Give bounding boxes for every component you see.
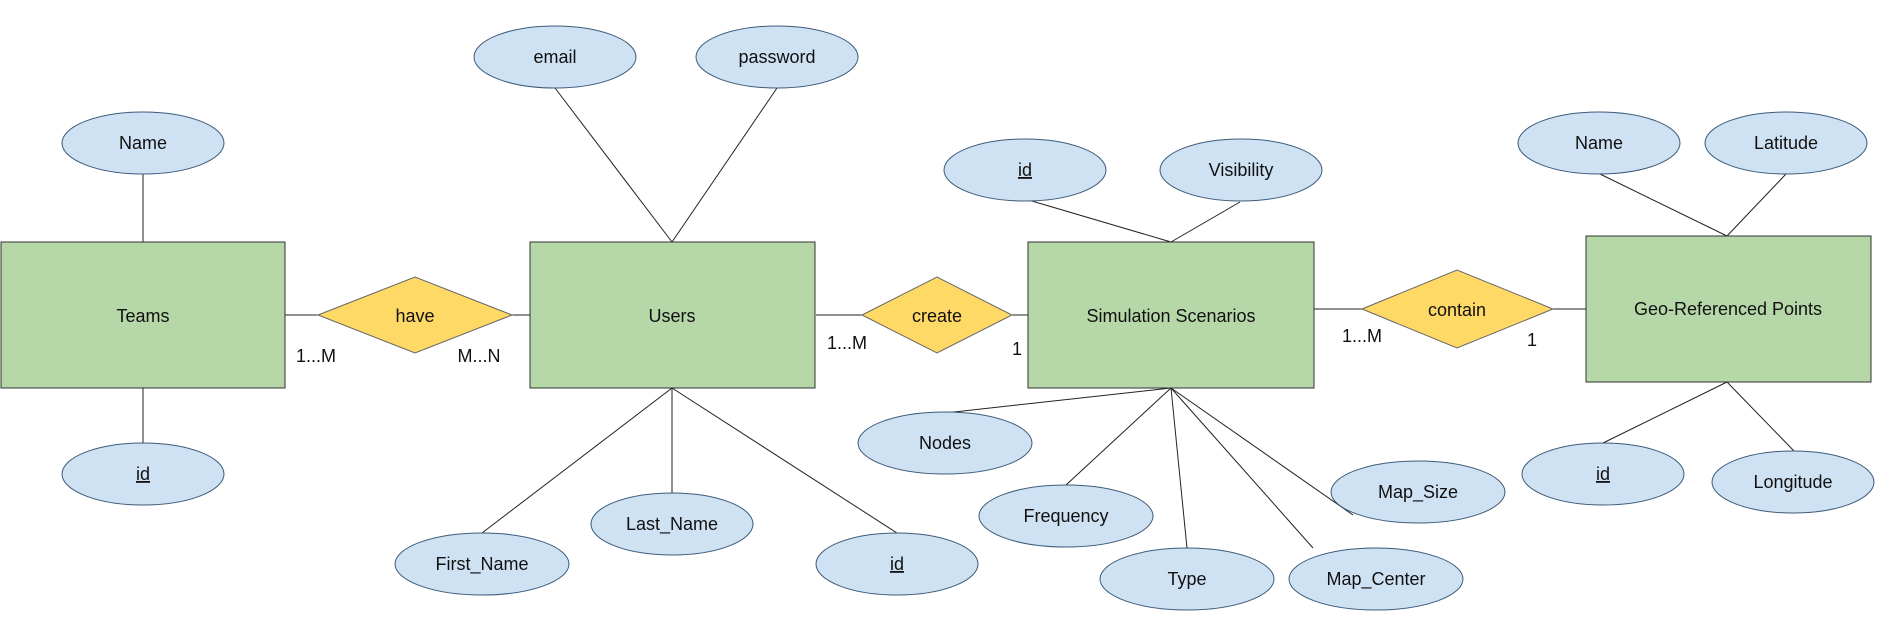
cardinality-users-create: 1...M (827, 333, 867, 353)
attr-pts-longitude-label: Longitude (1753, 472, 1832, 492)
attr-scen-type[interactable]: Type (1099, 547, 1275, 611)
edge-scen-visibility (1170, 201, 1241, 243)
cardinality-teams-have: 1...M (296, 346, 336, 366)
edge-scen-mapsize (1170, 387, 1354, 516)
attr-scen-id[interactable]: id (943, 138, 1107, 202)
attr-pts-latitude[interactable]: Latitude (1704, 111, 1868, 175)
edge-users-email (554, 87, 673, 243)
attr-scen-type-label: Type (1167, 569, 1206, 589)
cardinality-create-scenarios: 1 (1012, 339, 1022, 359)
attr-teams-name[interactable]: Name (61, 111, 225, 175)
attr-teams-name-label: Name (119, 133, 167, 153)
relationship-create[interactable]: create (860, 276, 1014, 354)
attr-pts-latitude-label: Latitude (1754, 133, 1818, 153)
cardinality-contain-points: 1 (1527, 330, 1537, 350)
attr-scen-map-size-label: Map_Size (1378, 482, 1458, 503)
relationship-contain[interactable]: contain (1360, 269, 1555, 349)
attr-scen-nodes-label: Nodes (919, 433, 971, 453)
entity-geo-referenced-points[interactable]: Geo-Referenced Points (1585, 235, 1872, 383)
attr-users-email[interactable]: email (473, 25, 637, 89)
attr-teams-id[interactable]: id (61, 442, 225, 506)
attr-users-id[interactable]: id (815, 532, 979, 596)
attr-scen-visibility[interactable]: Visibility (1159, 138, 1323, 202)
attr-pts-name[interactable]: Name (1517, 111, 1681, 175)
entity-scenarios-label: Simulation Scenarios (1086, 306, 1255, 326)
edge-pts-longitude (1726, 381, 1795, 452)
edge-scen-nodes (944, 387, 1172, 414)
edge-pts-latitude (1726, 173, 1787, 237)
attr-scen-map-center[interactable]: Map_Center (1288, 547, 1464, 611)
attr-scen-visibility-label: Visibility (1209, 160, 1274, 180)
attr-pts-longitude[interactable]: Longitude (1711, 450, 1875, 514)
attr-users-last-name[interactable]: Last_Name (590, 492, 754, 556)
entity-users[interactable]: Users (529, 241, 816, 389)
attr-teams-id-label: id (136, 464, 150, 484)
attr-users-first-name[interactable]: First_Name (394, 532, 570, 596)
attr-users-password[interactable]: password (695, 25, 859, 89)
relationship-have[interactable]: have (316, 276, 514, 354)
attr-scen-frequency[interactable]: Frequency (978, 484, 1154, 548)
edge-scen-id (1024, 198, 1172, 243)
entity-teams-label: Teams (116, 306, 169, 326)
attr-pts-name-label: Name (1575, 133, 1623, 153)
attr-scen-map-center-label: Map_Center (1326, 569, 1425, 590)
edge-users-password (671, 87, 778, 243)
attr-users-id-label: id (890, 554, 904, 574)
attr-pts-id-label: id (1596, 464, 1610, 484)
edge-pts-id (1602, 381, 1728, 444)
relationship-contain-label: contain (1428, 300, 1486, 320)
attr-pts-id[interactable]: id (1521, 442, 1685, 506)
relationship-create-label: create (912, 306, 962, 326)
attr-users-email-label: email (533, 47, 576, 67)
relationship-have-label: have (395, 306, 434, 326)
edge-scen-frequency (1065, 387, 1172, 486)
attr-users-first-name-label: First_Name (435, 554, 528, 575)
entity-points-label: Geo-Referenced Points (1634, 299, 1822, 319)
attr-scen-frequency-label: Frequency (1023, 506, 1108, 526)
attr-scen-nodes[interactable]: Nodes (857, 411, 1033, 475)
connector-lines (142, 87, 1795, 549)
edge-scen-type (1170, 387, 1188, 549)
edge-users-id (671, 387, 898, 534)
cardinality-scenarios-contain: 1...M (1342, 326, 1382, 346)
attr-scen-map-size[interactable]: Map_Size (1330, 460, 1506, 524)
entity-teams[interactable]: Teams (0, 241, 286, 389)
attr-users-last-name-label: Last_Name (626, 514, 718, 535)
edge-scen-mapcenter (1170, 387, 1314, 549)
attr-users-password-label: password (738, 47, 815, 67)
entity-users-label: Users (648, 306, 695, 326)
attr-scen-id-label: id (1018, 160, 1032, 180)
edge-users-firstname (481, 387, 673, 534)
edge-pts-name (1599, 173, 1728, 237)
entity-simulation-scenarios[interactable]: Simulation Scenarios (1027, 241, 1315, 389)
cardinality-have-users: M...N (458, 346, 501, 366)
